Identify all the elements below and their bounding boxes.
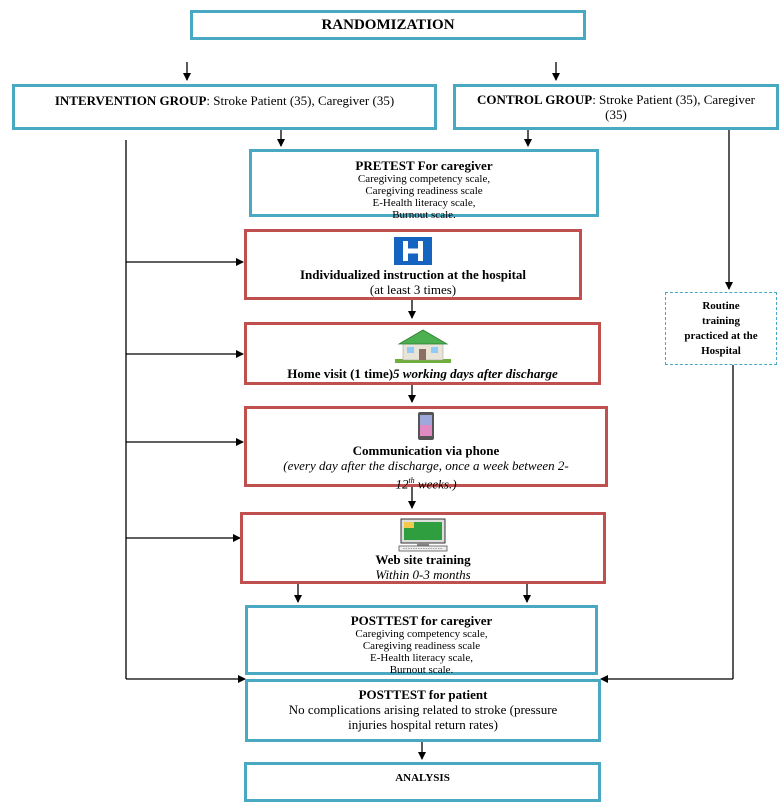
- house-icon: [394, 329, 451, 363]
- intervention-group-box: INTERVENTION GROUP: Stroke Patient (35),…: [12, 84, 437, 130]
- hospital-title: Individualized instruction at the hospit…: [299, 267, 527, 282]
- pretest-scale-1: Caregiving competency scale,: [357, 173, 491, 185]
- routine-line-3: practiced at the: [684, 330, 758, 342]
- posttest-caregiver-scale-3: E-Health literacy scale,: [370, 652, 473, 664]
- website-title: Web site training: [375, 552, 471, 567]
- posttest-patient-title: POSTTEST for patient: [358, 687, 488, 702]
- pretest-scale-2: Caregiving readiness scale: [365, 185, 483, 197]
- phone-title: Communication via phone: [352, 443, 500, 458]
- phone-schedule-superscript: th: [408, 476, 415, 485]
- randomization-box: RANDOMIZATION: [190, 10, 586, 40]
- posttest-caregiver-scale-2: Caregiving readiness scale: [362, 640, 481, 652]
- pretest-scale-3: E-Health literacy scale,: [372, 197, 476, 209]
- home-visit-text: Home visit (1 time)5 working days after …: [247, 366, 598, 381]
- phone-schedule-line-2: weeks.): [414, 476, 457, 492]
- posttest-caregiver-box: POSTTEST for caregiver Caregiving compet…: [245, 605, 598, 676]
- control-description: : Stroke Patient (35), Caregiver (35): [592, 92, 756, 122]
- website-training-box: Web site training Within 0-3 months: [240, 512, 606, 584]
- control-heading: CONTROL GROUP: [476, 92, 593, 107]
- analysis-label: ANALYSIS: [395, 772, 450, 784]
- pretest-title: PRETEST For caregiver: [355, 158, 493, 173]
- posttest-caregiver-scale-1: Caregiving competency scale,: [355, 628, 488, 640]
- website-duration: Within 0-3 months: [375, 567, 471, 582]
- phone-communication-box: Communication via phone (every day after…: [244, 406, 608, 491]
- pretest-scale-4: Burnout scale.: [392, 209, 456, 221]
- hospital-frequency: (at least 3 times): [369, 282, 457, 297]
- randomization-label: RANDOMIZATION: [321, 17, 455, 33]
- control-group-box: CONTROL GROUP: Stroke Patient (35), Care…: [453, 84, 779, 130]
- phone-icon: [418, 412, 434, 440]
- routine-line-4: Hospital: [701, 345, 741, 357]
- phone-schedule: (every day after the discharge, once a w…: [247, 458, 605, 491]
- posttest-caregiver-title: POSTTEST for caregiver: [350, 613, 493, 628]
- home-visit-timing: 5 working days after discharge: [393, 366, 558, 381]
- posttest-patient-line-1: No complications arising related to stro…: [288, 702, 558, 717]
- phone-schedule-line-1: (every day after the discharge, once a w…: [283, 458, 569, 473]
- posttest-patient-box: POSTTEST for patient No complications ar…: [245, 679, 601, 742]
- phone-schedule-week: 12: [395, 476, 409, 492]
- posttest-caregiver-scale-4: Burnout scale.: [389, 664, 454, 676]
- home-visit-box: Home visit (1 time)5 working days after …: [244, 322, 601, 385]
- posttest-patient-line-2: injuries hospital return rates): [348, 717, 498, 732]
- analysis-box: ANALYSIS: [244, 762, 601, 802]
- routine-line-2: training: [702, 315, 740, 327]
- intervention-heading: INTERVENTION GROUP: [54, 93, 207, 108]
- pretest-box: PRETEST For caregiver Caregiving compete…: [249, 149, 599, 221]
- connector-lines: [125, 62, 734, 760]
- home-visit-title: Home visit (1 time): [287, 366, 394, 381]
- hospital-h-icon: [394, 237, 432, 265]
- hospital-instruction-box: Individualized instruction at the hospit…: [244, 229, 582, 300]
- routine-training-box: Routine training practiced at the Hospit…: [665, 292, 777, 365]
- intervention-description: : Stroke Patient (35), Caregiver (35): [206, 93, 395, 108]
- routine-line-1: Routine: [702, 300, 740, 312]
- computer-icon: [398, 518, 448, 552]
